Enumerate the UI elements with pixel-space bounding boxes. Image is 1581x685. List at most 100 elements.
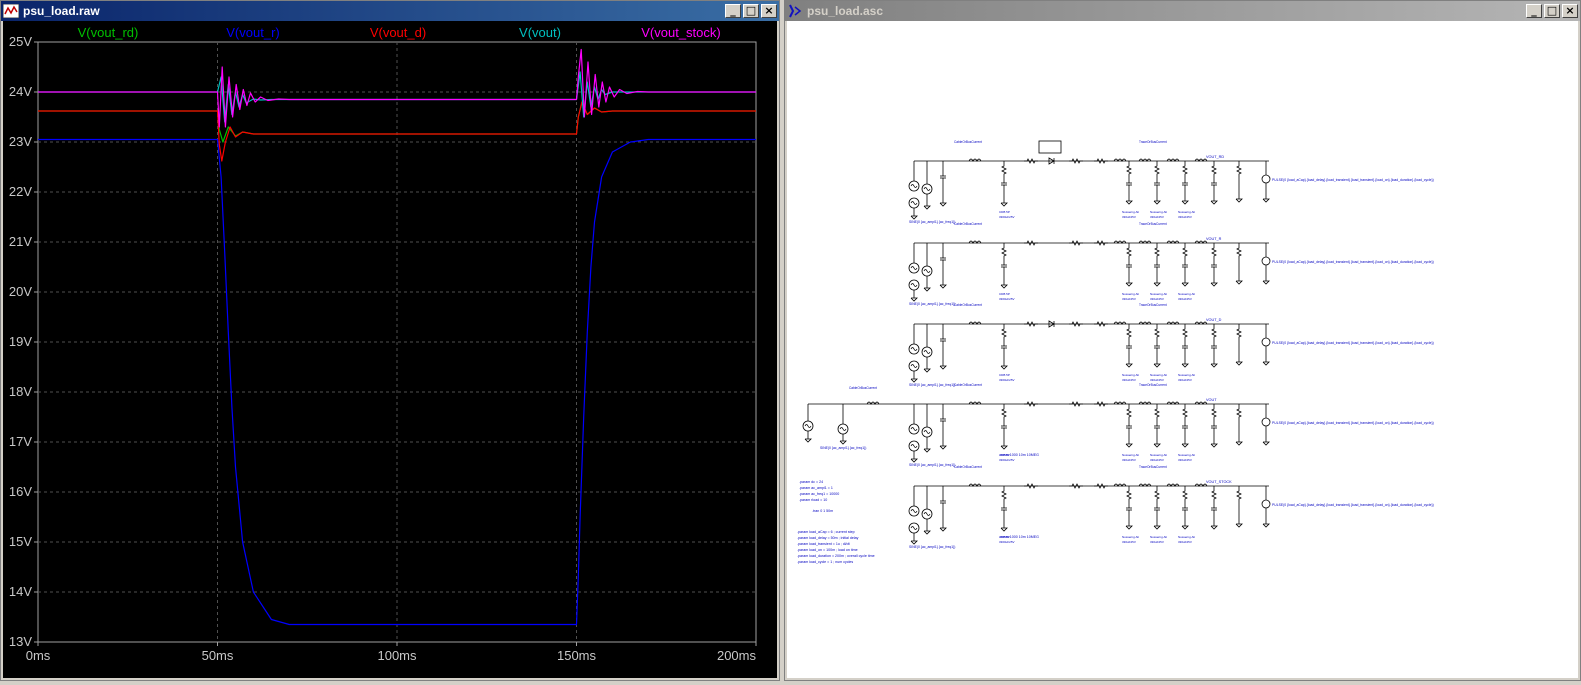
param-directive: .param ac_ampl1 = 1 bbox=[799, 486, 833, 490]
current-source-symbol bbox=[1261, 417, 1271, 427]
trace-label: TraceOrBusCurrent bbox=[1139, 222, 1167, 226]
resistor-symbol bbox=[1001, 163, 1007, 177]
resistor-symbol bbox=[1001, 406, 1007, 420]
x-tick-label: 0ms bbox=[26, 648, 51, 663]
param-directive: .param ac_freq1 = 10000 bbox=[799, 492, 839, 496]
cap-label: 330uF25V bbox=[1122, 297, 1136, 301]
net-label: VOUT_STOCK bbox=[1206, 480, 1232, 484]
inductor-symbol bbox=[1166, 158, 1180, 162]
trace-label: TraceOrBusCurrent bbox=[1139, 465, 1167, 469]
param-directive: .param rload = 10 bbox=[799, 498, 827, 502]
inductor-symbol bbox=[1113, 483, 1127, 487]
x-tick-label: 150ms bbox=[557, 648, 597, 663]
trace-label: TraceOrBusCurrent bbox=[1139, 303, 1167, 307]
maximize-button[interactable]: □ bbox=[743, 4, 759, 18]
resistor-symbol bbox=[1024, 158, 1038, 164]
current-source-symbol bbox=[1261, 256, 1271, 266]
ground-symbol bbox=[1125, 525, 1133, 530]
current-source-symbol bbox=[1261, 337, 1271, 347]
schematic-window-titlebar[interactable]: psu_load.asc _ □ × bbox=[785, 1, 1580, 21]
cap-label: Nusserng Alt bbox=[1122, 453, 1139, 457]
inductor-symbol bbox=[1166, 401, 1180, 405]
inductor-symbol bbox=[1166, 321, 1180, 325]
resistor-symbol bbox=[1182, 163, 1188, 177]
sine-glyph bbox=[923, 430, 931, 434]
net-label: VOUT bbox=[1206, 398, 1217, 402]
cap-label: Nusserng Alt bbox=[1150, 453, 1167, 457]
ground-symbol bbox=[1210, 282, 1218, 287]
param-directive: .param load_duration = 200m ; overall cy… bbox=[797, 554, 875, 558]
schematic-window-title: psu_load.asc bbox=[807, 4, 884, 18]
mosfet-label: CDB 5P bbox=[999, 373, 1010, 377]
resistor-symbol bbox=[1182, 326, 1188, 340]
inductor-symbol bbox=[1194, 158, 1208, 162]
ground-symbol bbox=[839, 440, 847, 445]
param-directive: .param load_on = 100m ; load on time bbox=[797, 548, 858, 552]
resistor-symbol bbox=[1154, 406, 1160, 420]
minimize-button[interactable]: _ bbox=[1526, 4, 1542, 18]
sine-glyph bbox=[839, 427, 847, 431]
cap-label: Nusserng Alt bbox=[1178, 453, 1195, 457]
ground-symbol bbox=[1153, 363, 1161, 368]
inductor-symbol bbox=[1166, 240, 1180, 244]
legend-entry: V(vout_r) bbox=[226, 25, 279, 40]
ground-symbol bbox=[1235, 441, 1243, 446]
cap-label: Nusserng Alt bbox=[1150, 373, 1167, 377]
cap-label: 330uF25V bbox=[1150, 297, 1164, 301]
inductor-symbol bbox=[866, 401, 880, 405]
x-tick-label: 200ms bbox=[717, 648, 757, 663]
current-source-symbol bbox=[1261, 174, 1271, 184]
inductor-symbol bbox=[968, 483, 982, 487]
cap-label: Nusserng Alt bbox=[1150, 292, 1167, 296]
close-button[interactable]: × bbox=[1562, 4, 1578, 18]
ground-symbol bbox=[1000, 202, 1008, 207]
ground-symbol bbox=[939, 365, 947, 370]
net-label: VOUT_RD bbox=[1206, 155, 1224, 159]
source-label: SINE(0 {ac_ampl1} {ac_freq1}) bbox=[909, 383, 955, 387]
ground-symbol bbox=[1153, 282, 1161, 287]
mosfet-label: 3300uF25V bbox=[999, 297, 1015, 301]
close-button[interactable]: × bbox=[761, 4, 777, 18]
series-line-vvout_r bbox=[38, 138, 756, 626]
cap-label: 330uF25V bbox=[1150, 215, 1164, 219]
sine-glyph bbox=[923, 269, 931, 273]
ground-symbol bbox=[910, 540, 918, 545]
cap-label: 330uF25V bbox=[1150, 378, 1164, 382]
maximize-button[interactable]: □ bbox=[1544, 4, 1560, 18]
ground-symbol bbox=[1125, 443, 1133, 448]
ground-symbol bbox=[923, 448, 931, 453]
waveform-chart[interactable]: 13V14V15V16V17V18V19V20V21V22V23V24V25V0… bbox=[3, 21, 779, 680]
y-tick-label: 13V bbox=[9, 634, 32, 649]
minimize-button[interactable]: _ bbox=[725, 4, 741, 18]
cable-label: CableOrBusCurrent bbox=[954, 465, 982, 469]
sine-glyph bbox=[910, 427, 918, 431]
mosfet-label: 3300uF25V bbox=[999, 378, 1015, 382]
load-pulse-label: PULSE(0 {load_aCap} {load_delay} {load_t… bbox=[1272, 503, 1434, 507]
legend-entry: V(vout_rd) bbox=[78, 25, 139, 40]
inductor-symbol bbox=[1113, 240, 1127, 244]
sine-glyph bbox=[910, 347, 918, 351]
inductor-symbol bbox=[1113, 158, 1127, 162]
ground-symbol bbox=[804, 438, 812, 443]
trace-label: TraceOrBusCurrent bbox=[1139, 383, 1167, 387]
ground-symbol bbox=[939, 284, 947, 289]
resistor-symbol bbox=[1126, 326, 1132, 340]
resistor-symbol bbox=[1182, 488, 1188, 502]
resistor-symbol bbox=[1126, 488, 1132, 502]
inductor-symbol bbox=[1194, 401, 1208, 405]
waveform-window-titlebar[interactable]: psu_load.raw _ □ × bbox=[1, 1, 779, 21]
y-tick-label: 15V bbox=[9, 534, 32, 549]
cap-label: Nusserng Alt bbox=[1178, 373, 1195, 377]
cable-label: CableOrBusCurrent bbox=[954, 140, 982, 144]
inductor-symbol bbox=[1113, 321, 1127, 325]
sine-glyph bbox=[923, 512, 931, 516]
resistor-symbol bbox=[1094, 483, 1108, 489]
ground-symbol bbox=[1235, 523, 1243, 528]
cap-label: 330uF25V bbox=[1178, 540, 1192, 544]
ground-symbol bbox=[1210, 443, 1218, 448]
